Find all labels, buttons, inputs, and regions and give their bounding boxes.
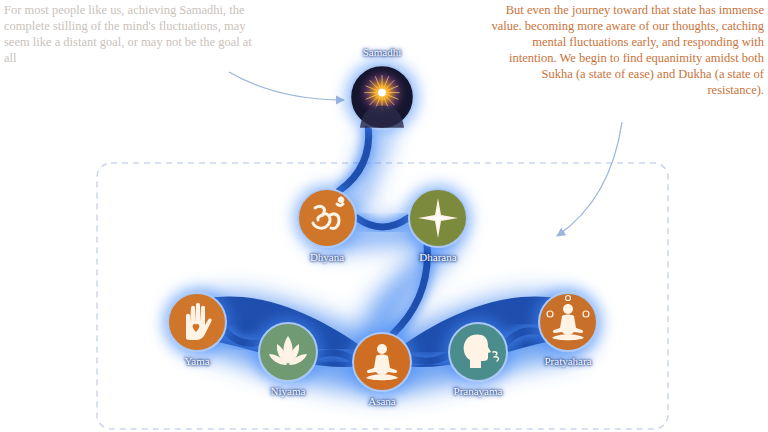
stage-label: Yama bbox=[184, 355, 209, 367]
stage-circle: Yama bbox=[167, 292, 227, 352]
stage-circle: Dharana bbox=[408, 188, 468, 248]
stage-label: Pranayama bbox=[454, 385, 503, 397]
node-icon bbox=[167, 292, 227, 352]
stage-circle: Asana bbox=[352, 332, 412, 392]
node-icon bbox=[448, 322, 508, 382]
energy-band bbox=[357, 218, 408, 227]
connector-glow bbox=[318, 353, 352, 359]
energy-band bbox=[226, 331, 260, 343]
node-icon bbox=[349, 64, 415, 130]
connector-glow bbox=[226, 331, 260, 343]
stage-circle: Dhyana bbox=[297, 188, 357, 248]
node-icon bbox=[352, 332, 412, 392]
connector-glow bbox=[412, 355, 448, 361]
stage-circle: Pratyahara bbox=[538, 292, 598, 352]
energy-band bbox=[339, 127, 368, 191]
stage-label: Niyama bbox=[271, 385, 306, 397]
connector-glow bbox=[357, 218, 408, 227]
connector-glow bbox=[507, 331, 540, 343]
node-icon bbox=[297, 188, 357, 248]
note-text: For most people like us, achieving Samad… bbox=[4, 2, 266, 66]
stage-label: Pratyahara bbox=[544, 355, 591, 367]
energy-band bbox=[318, 353, 352, 359]
dashed-frame bbox=[97, 163, 668, 429]
node-icon bbox=[258, 322, 318, 382]
stage-label: Samadhi bbox=[363, 46, 402, 58]
stage-circle: Niyama bbox=[258, 322, 318, 382]
stage-label: Dharana bbox=[419, 251, 456, 263]
glow bbox=[178, 130, 589, 395]
node-icon bbox=[408, 188, 468, 248]
stage-circle: Samadhi bbox=[349, 64, 415, 130]
energy-band bbox=[507, 331, 540, 343]
energy-band bbox=[412, 355, 448, 361]
connector-glow bbox=[339, 127, 368, 191]
stage-circle: Pranayama bbox=[448, 322, 508, 382]
leader-arrow bbox=[557, 122, 622, 236]
note-text: But even the journey toward that state h… bbox=[482, 2, 764, 98]
node-icon bbox=[538, 292, 598, 352]
stage-label: Dhyana bbox=[310, 251, 344, 263]
stage-label: Asana bbox=[368, 395, 396, 407]
leader-arrow bbox=[229, 72, 344, 100]
